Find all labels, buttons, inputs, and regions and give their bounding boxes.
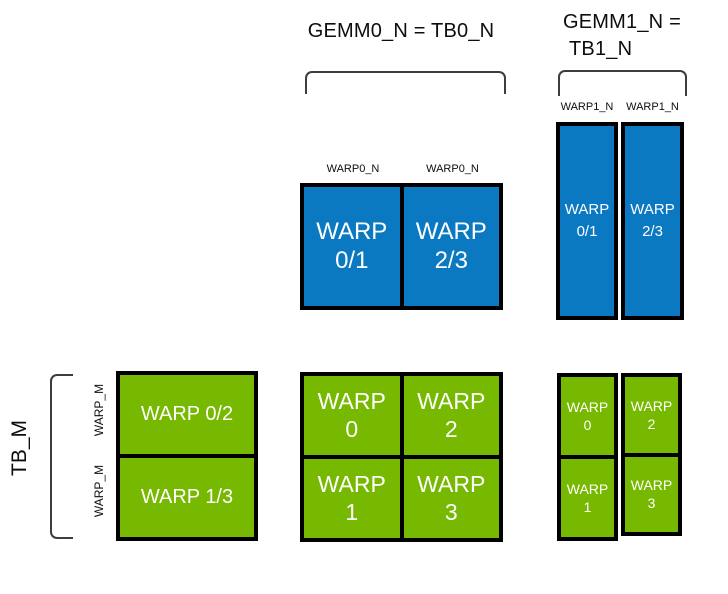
warp-cell-line2: 3 bbox=[647, 495, 656, 512]
warp-cell-line1: WARP bbox=[566, 480, 609, 497]
gemm1-n-title-line1: GEMM1_N = bbox=[563, 11, 681, 33]
gemm0-b-warp23-cell: WARP 2/3 bbox=[403, 187, 499, 306]
a-warp13-cell: WARP 1/3 bbox=[120, 458, 254, 537]
gemm1-n-bracket bbox=[558, 70, 687, 96]
warp-cell-line2: 0 bbox=[583, 417, 592, 433]
warp-cell-line1: WARP bbox=[415, 217, 487, 245]
warp-cell-line1: WARP bbox=[417, 387, 486, 414]
gemm0-n-bracket bbox=[305, 71, 506, 94]
warp-m-label-bottom: WARP_M bbox=[92, 464, 106, 518]
gemm1-c-warp3-cell: WARP 3 bbox=[625, 456, 678, 532]
gemm1-b-tile-col0: WARP 0/1 bbox=[556, 122, 618, 320]
warp1-n-label-left: WARP1_N bbox=[560, 101, 614, 113]
warp-cell-line2: 2/3 bbox=[642, 223, 663, 240]
warp-cell-line2: 0/1 bbox=[576, 223, 598, 240]
warp1-n-label-right: WARP1_N bbox=[626, 101, 679, 113]
a-operand-tile: WARP 0/2 WARP 1/3 bbox=[116, 371, 258, 541]
gemm1-c-tile-col1: WARP 2 WARP 3 bbox=[621, 373, 682, 536]
gemm1-c-warp1-cell: WARP 1 bbox=[561, 459, 614, 537]
tb-m-label: TB_M bbox=[8, 419, 31, 477]
gemm0-c-warp2-cell: WARP 2 bbox=[403, 376, 499, 455]
warp-cell-line1: WARP bbox=[316, 217, 388, 245]
gemm1-n-title-line2: TB1_N bbox=[569, 38, 633, 60]
warp-cell-line1: WARP bbox=[317, 470, 386, 497]
gemm1-b-warp23-cell: WARP 2/3 bbox=[625, 126, 680, 316]
gemm0-c-warp3-cell: WARP 3 bbox=[403, 459, 499, 538]
warp0-n-label-left: WARP0_N bbox=[326, 163, 380, 175]
warp-cell-line2: 0/1 bbox=[335, 246, 369, 274]
warp-cell-line1: WARP bbox=[317, 387, 386, 414]
gemm0-b-warp01-cell: WARP 0/1 bbox=[304, 187, 400, 306]
warp-cell-line1: WARP bbox=[630, 397, 673, 414]
gemm1-c-warp2-cell: WARP 2 bbox=[625, 377, 678, 453]
gemm0-n-title: GEMM0_N = TB0_N bbox=[307, 20, 495, 42]
warp-cell-line2: 2 bbox=[647, 415, 656, 432]
warp-cell-line2: 2/3 bbox=[434, 246, 468, 274]
warp-cell-line1: WARP bbox=[630, 477, 673, 494]
gemm1-n-title: GEMM1_N = TB1_N bbox=[563, 9, 708, 63]
warp-cell-line1: WARP bbox=[630, 201, 675, 219]
warp-m-label-top: WARP_M bbox=[92, 383, 106, 437]
warp-cell-line2: 1 bbox=[583, 499, 592, 515]
gemm0-c-warp1-cell: WARP 1 bbox=[304, 459, 400, 538]
warp-cell-label: WARP 0/2 bbox=[140, 403, 234, 425]
gemm1-b-tile-col1: WARP 2/3 bbox=[621, 122, 684, 320]
warp-cell-line1: WARP bbox=[564, 201, 610, 219]
a-warp02-cell: WARP 0/2 bbox=[120, 375, 254, 454]
gemm1-c-tile-col0: WARP 0 WARP 1 bbox=[557, 373, 618, 541]
gemm0-c-tile: WARP 0 WARP 2 WARP 1 WARP 3 bbox=[300, 372, 503, 542]
warp0-n-label-right: WARP0_N bbox=[426, 163, 479, 175]
gemm0-b-tile: WARP 0/1 WARP 2/3 bbox=[300, 183, 503, 310]
gemm1-b-warp01-cell: WARP 0/1 bbox=[560, 126, 614, 316]
warp-cell-line2: 2 bbox=[444, 415, 458, 442]
gemm0-c-warp0-cell: WARP 0 bbox=[304, 376, 400, 455]
warp-cell-label: WARP 1/3 bbox=[140, 486, 234, 508]
warp-cell-line2: 0 bbox=[345, 415, 359, 442]
warp-cell-line2: 3 bbox=[444, 498, 458, 525]
warp-cell-line1: WARP bbox=[566, 398, 609, 415]
warp-cell-line2: 1 bbox=[345, 498, 359, 525]
gemm1-c-warp0-cell: WARP 0 bbox=[561, 377, 614, 455]
warp-cell-line1: WARP bbox=[417, 470, 486, 497]
tb-m-bracket bbox=[50, 374, 73, 539]
